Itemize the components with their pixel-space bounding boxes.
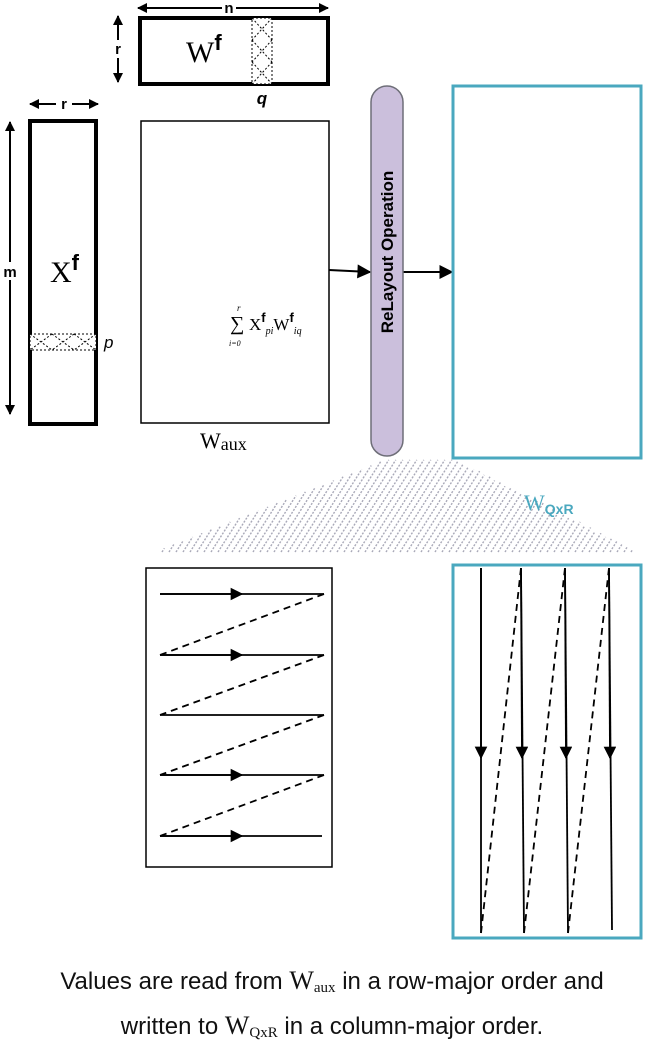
svg-text:r: r <box>237 303 241 313</box>
dim-r-top: r <box>110 14 126 83</box>
caption-waux: Waux <box>289 966 336 996</box>
output-matrix <box>451 84 643 460</box>
xf-label: Xf <box>50 250 80 289</box>
wf-label: Wf <box>186 30 222 69</box>
waux-label: Waux <box>200 428 247 454</box>
dim-r-left: r <box>29 94 99 113</box>
dim-m-label: m <box>3 264 16 281</box>
relayout-label: ReLayout Operation <box>378 171 397 333</box>
dim-n-label: n <box>224 0 233 17</box>
svg-text:∑: ∑ <box>230 313 244 335</box>
row-major-detail <box>145 567 333 868</box>
caption: Values are read from Waux in a row-major… <box>0 962 664 1042</box>
arrow-to-relayout <box>328 264 372 279</box>
dim-r-left-label: r <box>61 96 67 113</box>
dim-r-top-label: r <box>115 41 121 58</box>
zoom-hatch <box>161 459 633 553</box>
caption-wqxr: WQxR <box>224 1011 278 1041</box>
xf-matrix: Xf <box>28 119 98 426</box>
caption-line-2: written to WQxR in a column-major order. <box>120 1011 544 1041</box>
caption-line-1: Values are read from Waux in a row-major… <box>60 966 604 996</box>
svg-text:XfpiWfiq: XfpiWfiq <box>249 310 302 337</box>
waux-matrix: ∑ r i=0 XfpiWfiq <box>140 120 330 424</box>
dim-p-label: p <box>103 333 113 352</box>
wqxr-label: WQxR <box>524 490 574 517</box>
relayout-operation: ReLayout Operation <box>370 85 404 457</box>
dim-q-label: q <box>257 89 268 108</box>
formula: ∑ r i=0 XfpiWfiq <box>229 303 302 348</box>
column-major-detail <box>451 563 643 940</box>
wf-matrix: Wf <box>138 16 330 86</box>
dim-m: m <box>2 121 18 415</box>
svg-text:i=0: i=0 <box>229 339 241 348</box>
dim-n: n <box>137 0 329 17</box>
